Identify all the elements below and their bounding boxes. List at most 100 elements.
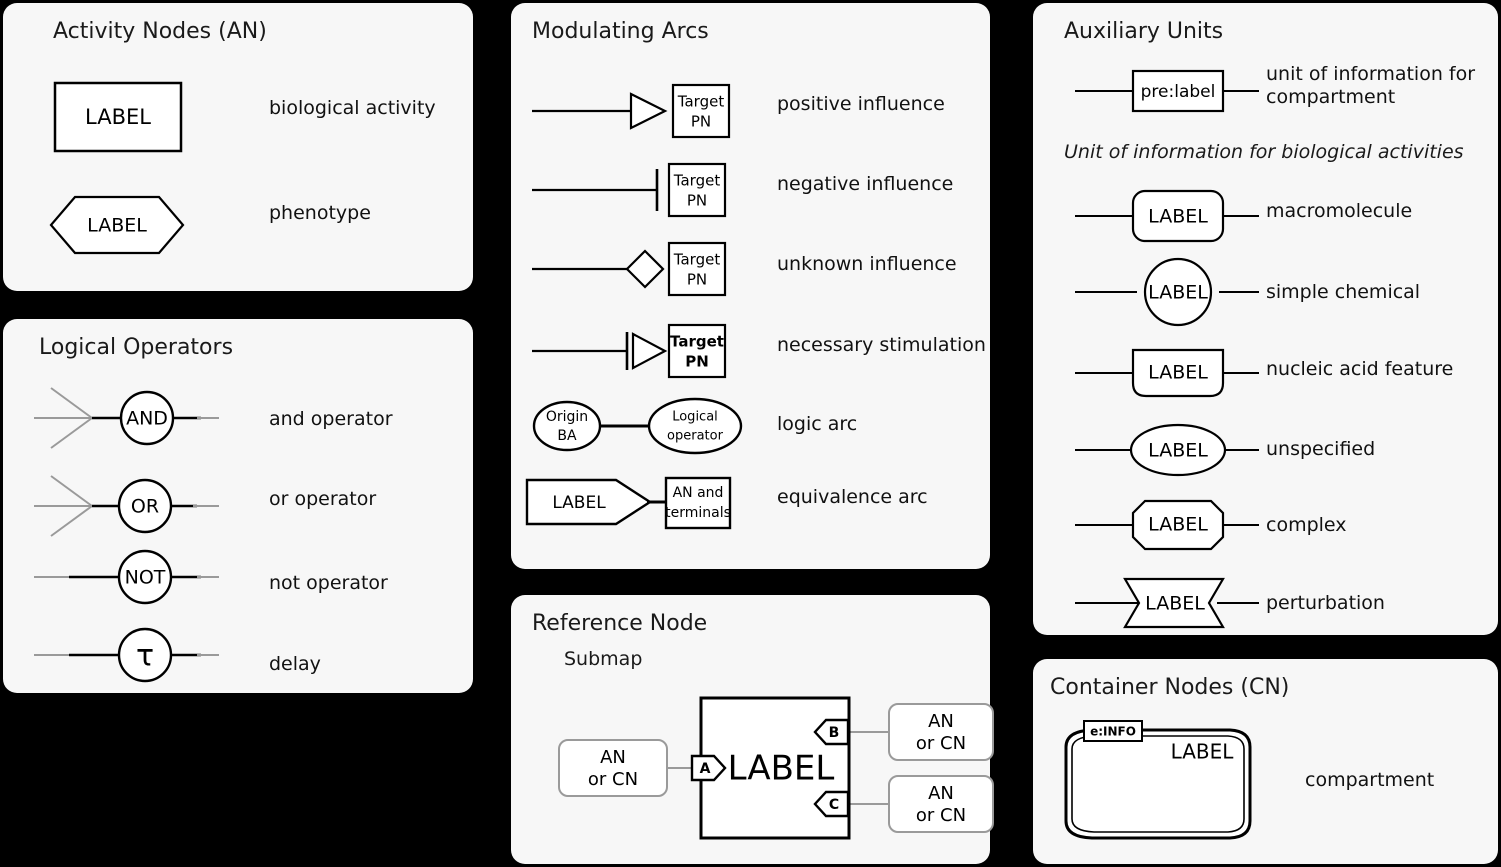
desc-macromolecule: macromolecule xyxy=(1266,200,1413,222)
neighbour-line-2: or CN xyxy=(588,769,638,790)
glyph-label: NOT xyxy=(125,567,166,589)
page-title-activity-nodes: Activity Nodes (AN) xyxy=(53,19,267,44)
glyph-perturbation: LABEL xyxy=(1071,575,1261,631)
glyph-unspecified: LABEL xyxy=(1071,421,1261,479)
section-title-unit-of-information-biological-activities: Unit of information for biological activ… xyxy=(1064,141,1464,163)
target-line-2: PN xyxy=(687,192,707,210)
desc-nucleic-acid-feature: nucleic acid feature xyxy=(1266,358,1454,380)
panel-activity-nodes: Activity Nodes (AN) LABEL biological act… xyxy=(3,3,473,291)
desc-unspecified: unspecified xyxy=(1266,438,1376,460)
compartment-label: LABEL xyxy=(1171,740,1235,764)
glyph-label: LABEL xyxy=(1145,593,1205,615)
terminal-label: C xyxy=(829,797,839,813)
glyph-label: LABEL xyxy=(1148,440,1208,462)
glyph-complex: LABEL xyxy=(1071,497,1261,553)
page-title-logical-operators: Logical Operators xyxy=(39,335,234,360)
operator-line-1: Logical xyxy=(672,410,718,425)
desc-necessary-stimulation: necessary stimulation xyxy=(777,334,986,356)
terminal-tag-b: B xyxy=(813,718,850,746)
glyph-and-operator: AND xyxy=(29,376,219,461)
glyph-necessary-stimulation: Target PN xyxy=(527,321,737,381)
glyph-nucleic-acid-feature: LABEL xyxy=(1071,345,1261,401)
neighbour-line-1: AN xyxy=(928,711,954,732)
neighbour-line-1: AN xyxy=(928,783,954,804)
info-tag-label: e:INFO xyxy=(1090,725,1136,739)
desc-compartment: compartment xyxy=(1305,769,1435,791)
panel-reference-node: Reference Node Submap AN or CN LABEL A B xyxy=(511,595,994,864)
target-line-2: PN xyxy=(685,353,709,371)
desc-phenotype: phenotype xyxy=(269,202,371,224)
page-title-modulating-arcs: Modulating Arcs xyxy=(532,19,709,44)
target-line-2: PN xyxy=(687,271,707,289)
desc-complex: complex xyxy=(1266,514,1347,536)
glyph-label: LABEL xyxy=(85,105,151,129)
glyph-negative-influence: Target PN xyxy=(527,160,737,220)
desc-unknown-influence: unknown influence xyxy=(777,253,957,275)
page-title-reference-node: Reference Node xyxy=(532,611,708,636)
desc-or-operator: or operator xyxy=(269,488,377,510)
target-line-1: Target xyxy=(673,172,721,190)
glyph-phenotype: LABEL xyxy=(49,195,185,255)
panel-modulating-arcs: Modulating Arcs Target PN positive influ… xyxy=(511,3,990,569)
glyph-submap-diagram: AN or CN LABEL A B C AN or CN xyxy=(549,688,994,848)
origin-line-2: BA xyxy=(557,428,577,444)
origin-line-1: Origin xyxy=(546,409,588,425)
desc-biological-activity: biological activity xyxy=(269,97,436,119)
page-title-container-nodes: Container Nodes (CN) xyxy=(1050,675,1290,700)
operator-line-2: operator xyxy=(667,429,724,444)
desc-perturbation: perturbation xyxy=(1266,592,1385,614)
panel-container-nodes: Container Nodes (CN) e:INFO LABEL compar… xyxy=(1033,659,1498,864)
glyph-label: τ xyxy=(136,639,154,674)
glyph-label: LABEL xyxy=(1148,282,1208,304)
glyph-label: OR xyxy=(131,496,159,518)
glyph-delay-operator: τ xyxy=(29,625,219,687)
glyph-positive-influence: Target PN xyxy=(527,81,737,141)
tag-label: LABEL xyxy=(552,493,606,513)
target-line-1: Target xyxy=(670,333,724,351)
subtitle-submap: Submap xyxy=(564,648,643,670)
node-line-1: AN and xyxy=(673,485,724,501)
panel-logical-operators: Logical Operators AND and operator OR or… xyxy=(3,319,473,693)
neighbour-line-2: or CN xyxy=(916,733,966,754)
glyph-unit-of-information-compartment: pre:label xyxy=(1071,65,1261,117)
desc-delay-operator: delay xyxy=(269,653,321,675)
desc-unit-of-information-compartment: unit of information for compartment xyxy=(1266,63,1475,109)
glyph-label: pre:label xyxy=(1141,82,1216,102)
glyph-or-operator: OR xyxy=(29,464,219,549)
glyph-not-operator: NOT xyxy=(29,547,219,609)
target-line-2: PN xyxy=(691,113,711,131)
desc-negative-influence: negative influence xyxy=(777,173,954,195)
desc-equivalence-arc: equivalence arc xyxy=(777,486,928,508)
glyph-label: LABEL xyxy=(1148,514,1208,536)
desc-simple-chemical: simple chemical xyxy=(1266,281,1421,303)
neighbour-line-2: or CN xyxy=(916,805,966,826)
panel-auxiliary-units: Auxiliary Units pre:label unit of inform… xyxy=(1033,3,1498,635)
terminal-tag-c: C xyxy=(813,790,850,818)
glyph-unknown-influence: Target PN xyxy=(527,239,737,299)
desc-line-1: unit of information for xyxy=(1266,63,1476,85)
desc-line-2: compartment xyxy=(1266,86,1396,109)
glyph-simple-chemical: LABEL xyxy=(1071,257,1261,327)
terminal-tag-a: A xyxy=(690,754,727,782)
node-line-2: terminals xyxy=(665,505,731,521)
glyph-macromolecule: LABEL xyxy=(1071,187,1261,245)
desc-logic-arc: logic arc xyxy=(777,413,858,435)
desc-not-operator: not operator xyxy=(269,572,388,594)
glyph-logic-arc: Origin BA Logical operator xyxy=(523,395,748,457)
neighbour-line-1: AN xyxy=(600,747,626,768)
desc-and-operator: and operator xyxy=(269,408,393,430)
desc-positive-influence: positive influence xyxy=(777,93,945,115)
target-line-1: Target xyxy=(677,93,725,111)
submap-label: LABEL xyxy=(728,749,835,789)
glyph-label: LABEL xyxy=(87,215,147,237)
terminal-label: B xyxy=(829,725,840,741)
glyph-label: LABEL xyxy=(1148,362,1208,384)
glyph-label: AND xyxy=(126,408,168,430)
glyph-label: LABEL xyxy=(1148,206,1208,228)
glyph-compartment: e:INFO LABEL xyxy=(1058,717,1258,847)
terminal-label: A xyxy=(700,761,711,777)
page-title-auxiliary-units: Auxiliary Units xyxy=(1064,19,1224,44)
target-line-1: Target xyxy=(673,251,721,269)
glyph-equivalence-arc: LABEL AN and terminals xyxy=(523,475,748,531)
glyph-biological-activity: LABEL xyxy=(53,81,183,153)
